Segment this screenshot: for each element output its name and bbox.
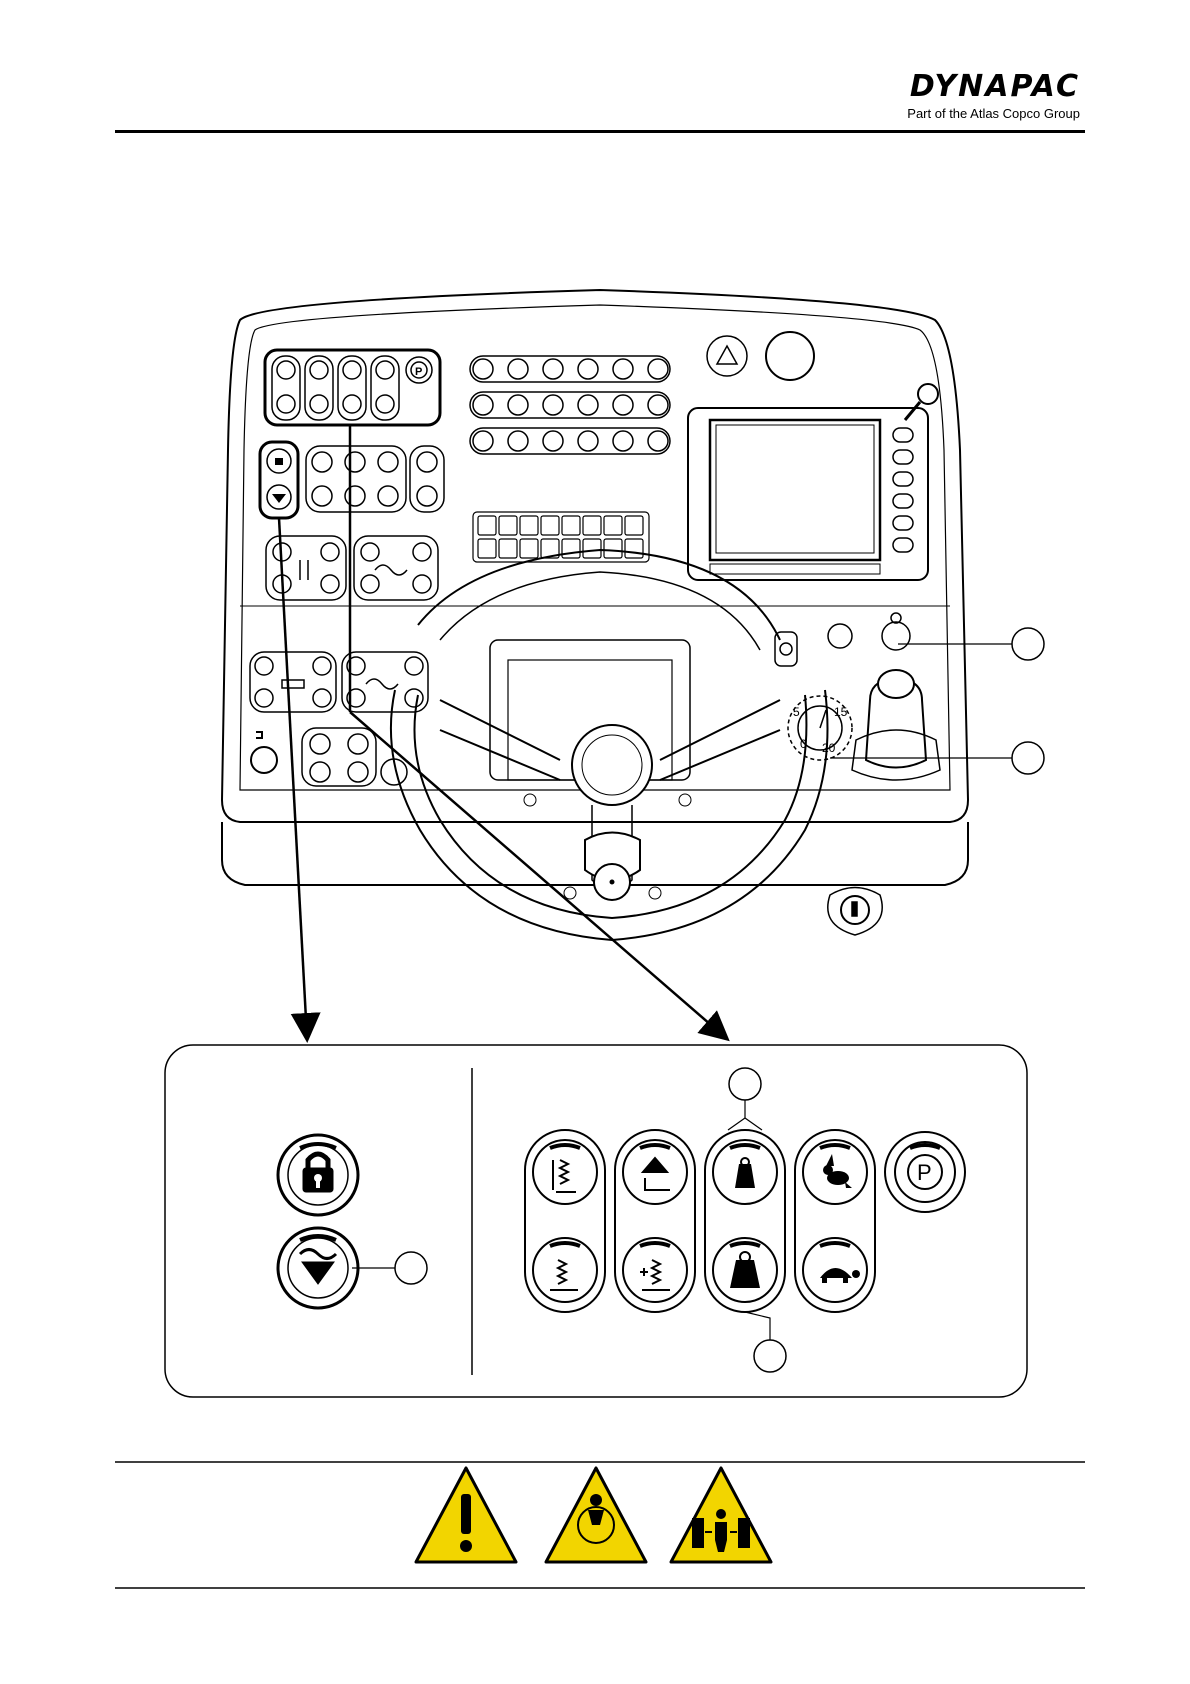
panel-button xyxy=(473,431,493,451)
warning-lamp xyxy=(562,516,580,535)
detail-float-button xyxy=(278,1228,427,1308)
arrow-button xyxy=(312,486,332,506)
steering-wheel xyxy=(391,550,828,940)
arrow-button xyxy=(312,452,332,472)
arrow-button xyxy=(417,452,437,472)
panel-button xyxy=(543,395,563,415)
panel-button xyxy=(578,395,598,415)
joystick xyxy=(852,670,940,780)
warning-lamp xyxy=(583,516,601,535)
dial-label-5: 5 xyxy=(793,705,800,719)
hazard-and-round-button xyxy=(707,332,814,380)
vibration-button-groups xyxy=(266,536,438,600)
display-side-button xyxy=(893,494,913,508)
bottom-small-groups xyxy=(251,728,407,786)
warning-lamp xyxy=(625,539,643,558)
panel-button xyxy=(613,431,633,451)
display-screen xyxy=(688,384,938,580)
panel-button xyxy=(543,359,563,379)
warning-lamp xyxy=(499,516,517,535)
parking-letter: P xyxy=(917,1160,932,1185)
crush-person-warning-icon xyxy=(671,1468,771,1562)
panel-button xyxy=(473,395,493,415)
display-side-button xyxy=(893,538,913,552)
panel-button xyxy=(613,395,633,415)
panel-button xyxy=(648,359,668,379)
dial-label-15: 15 xyxy=(834,705,848,719)
detail-lock-button xyxy=(278,1135,358,1215)
warning-lamp xyxy=(478,539,496,558)
panel-button xyxy=(648,395,668,415)
warning-lamp xyxy=(520,516,538,535)
arrow-button xyxy=(345,452,365,472)
exclamation-warning-icon xyxy=(416,1468,516,1562)
warning-lamp xyxy=(541,516,559,535)
display-side-button xyxy=(893,472,913,486)
warning-lamp xyxy=(478,516,496,535)
panel-button xyxy=(578,431,598,451)
panel-button xyxy=(508,431,528,451)
warning-lamp xyxy=(604,516,622,535)
drive-arrow-groups xyxy=(250,652,428,712)
lock-float-group xyxy=(260,442,298,518)
arrow-button-groups xyxy=(306,446,444,512)
dial-label-0: 0 xyxy=(800,737,807,751)
parking-letter-small: P xyxy=(415,366,422,378)
display-side-button xyxy=(893,516,913,530)
dial-label-20: 20 xyxy=(822,741,836,755)
arrow-button xyxy=(417,486,437,506)
panel-button xyxy=(508,359,528,379)
panel-button xyxy=(578,359,598,379)
warning-lamp xyxy=(499,539,517,558)
display-side-button xyxy=(893,428,913,442)
warning-lamp xyxy=(604,539,622,558)
warning-lamp xyxy=(583,539,601,558)
panel-button xyxy=(508,395,528,415)
arrow-button xyxy=(345,486,365,506)
warning-lamp xyxy=(625,516,643,535)
warning-lamp xyxy=(520,539,538,558)
arrow-button xyxy=(378,486,398,506)
panel-button xyxy=(473,359,493,379)
right-controls xyxy=(775,613,940,935)
panel-button xyxy=(613,359,633,379)
warning-lamp xyxy=(562,539,580,558)
arrow-button xyxy=(378,452,398,472)
detail-box: P xyxy=(165,1045,1027,1397)
top-left-button-group: P xyxy=(265,350,440,425)
crush-rotation-warning-icon xyxy=(546,1468,646,1562)
top-middle-button-rows xyxy=(470,356,670,454)
panel-button xyxy=(543,431,563,451)
panel-button xyxy=(648,431,668,451)
display-side-button xyxy=(893,450,913,464)
